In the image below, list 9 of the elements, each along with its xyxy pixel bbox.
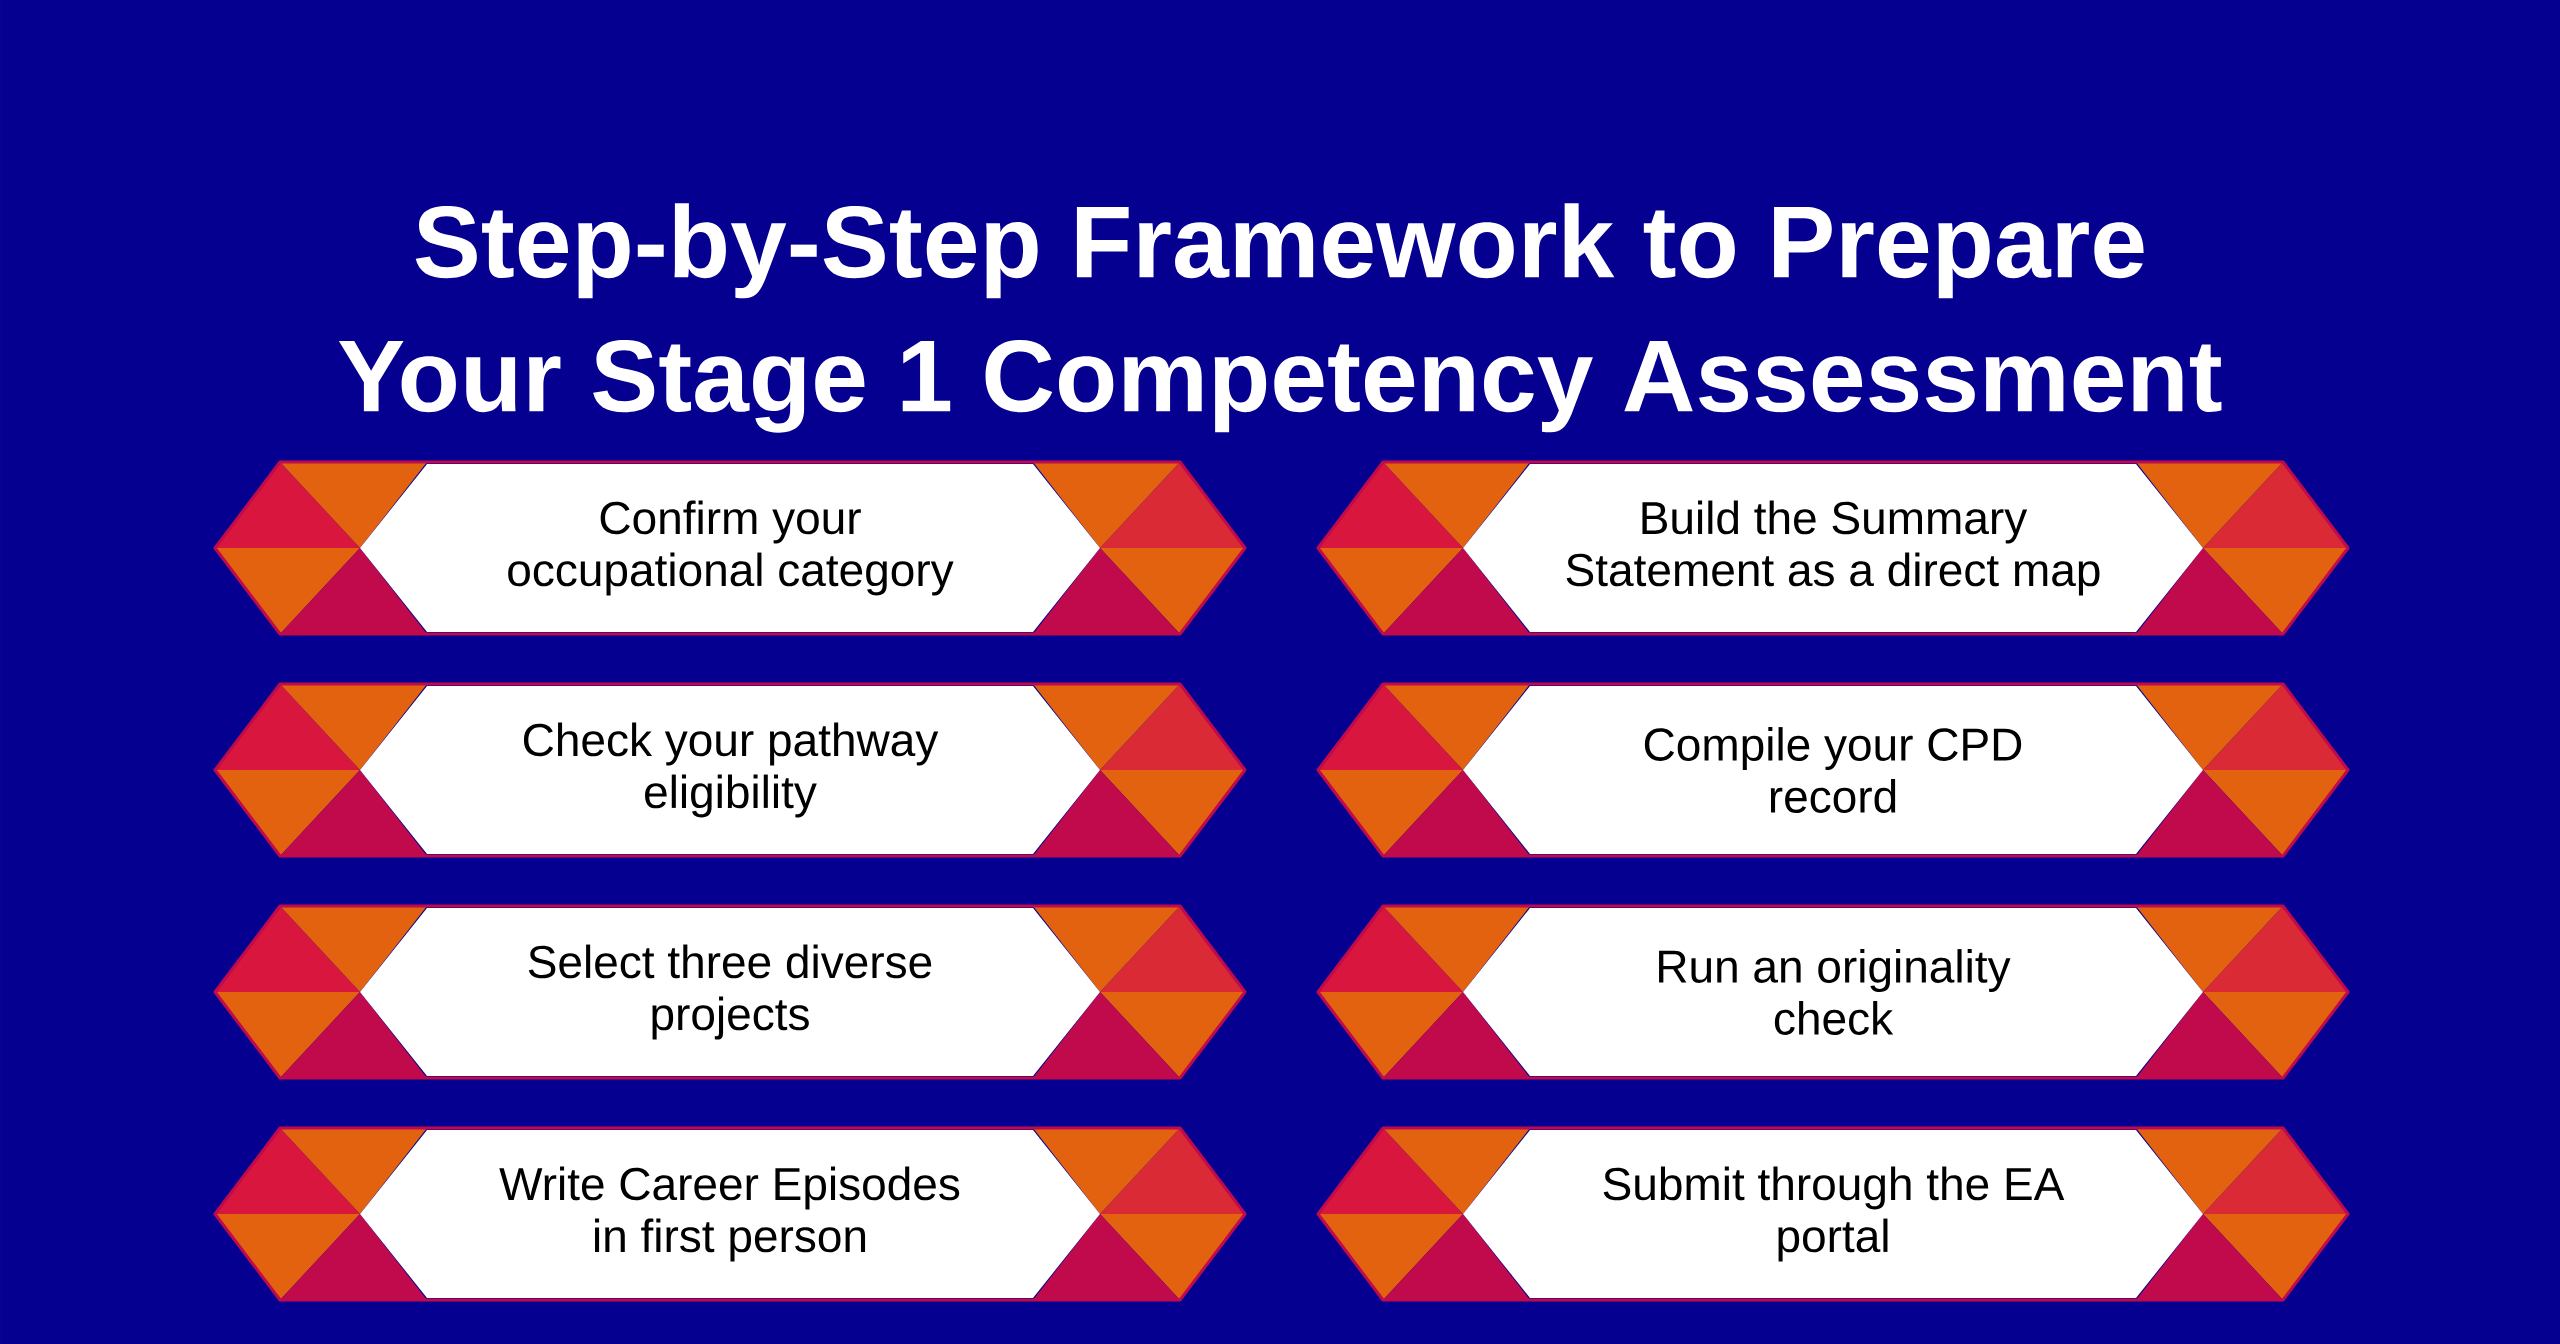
banner: Submit through the EA portal xyxy=(1316,1126,2350,1302)
banner: Check your pathway eligibility xyxy=(213,682,1247,858)
title: Step-by-Step Framework to Prepare Your Stage 1 Competency Assessment xyxy=(338,203,2222,433)
banner: Confirm your occupational category xyxy=(213,460,1247,636)
banner: Select three diverse projects xyxy=(213,904,1247,1080)
banner: Run an originality check xyxy=(1316,904,2350,1080)
banner: Build the Summary Statement as a direct map xyxy=(1316,460,2350,636)
banner: Write Career Episodes in first person xyxy=(213,1126,1247,1302)
banner: Compile your CPD record xyxy=(1316,682,2350,858)
